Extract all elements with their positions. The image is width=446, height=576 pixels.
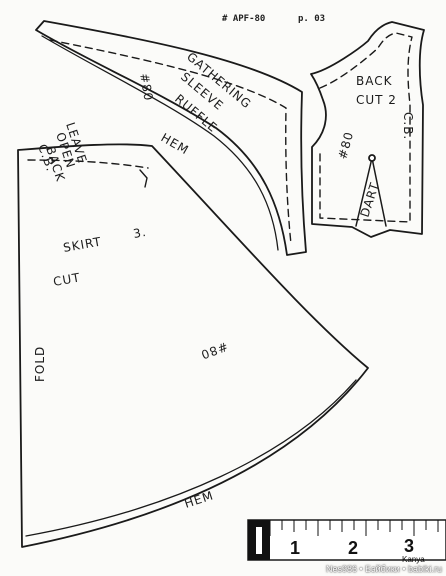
sleeve-ruffle-seam-line bbox=[49, 39, 292, 245]
page-number: p. 03 bbox=[298, 14, 326, 24]
sleeve-ruffle-outline bbox=[35, 20, 307, 256]
back-number-label: #80 bbox=[335, 130, 356, 161]
sleeve-hem-line bbox=[41, 35, 279, 251]
back-dart bbox=[355, 157, 387, 227]
skirt-cut-label: CUT bbox=[52, 270, 82, 289]
skirt-name-label: SKIRT bbox=[62, 234, 103, 255]
measuring-ruler: 1 2 3 Kanya bbox=[247, 519, 446, 564]
back-bodice-seam-line bbox=[319, 32, 413, 223]
back-title-label: BACK bbox=[356, 74, 393, 88]
skirt-hem-line bbox=[25, 379, 357, 537]
ruler-tick-2: 2 bbox=[348, 538, 358, 558]
back-cb-label: C.B. bbox=[401, 112, 415, 140]
dart-label: DART bbox=[358, 180, 382, 219]
skirt-piece-number: 3. bbox=[132, 225, 148, 241]
ruler-tick-3: 3 bbox=[404, 536, 414, 556]
ruler-brand: Kanya bbox=[402, 555, 425, 564]
sleeve-hem-label: HEM bbox=[159, 130, 192, 157]
pattern-code: # APF-80 bbox=[222, 14, 266, 24]
skirt-hem-label: HEM bbox=[183, 488, 216, 511]
skirt-number-label: #80 bbox=[198, 339, 229, 362]
ruler-tick-1: 1 bbox=[290, 538, 300, 558]
dart-point bbox=[368, 154, 376, 162]
back-bodice-outline bbox=[310, 21, 425, 238]
back-cut-label: CUT 2 bbox=[356, 93, 397, 107]
skirt-cb-seam-line bbox=[27, 159, 149, 169]
skirt-outline bbox=[17, 143, 369, 548]
watermark: Nes986 • Бэйбики • babiki.ru bbox=[325, 564, 442, 574]
sleeve-number-label: #80 bbox=[137, 72, 156, 102]
skirt-opening-mark bbox=[139, 169, 148, 188]
fold-label: FOLD bbox=[33, 346, 47, 382]
